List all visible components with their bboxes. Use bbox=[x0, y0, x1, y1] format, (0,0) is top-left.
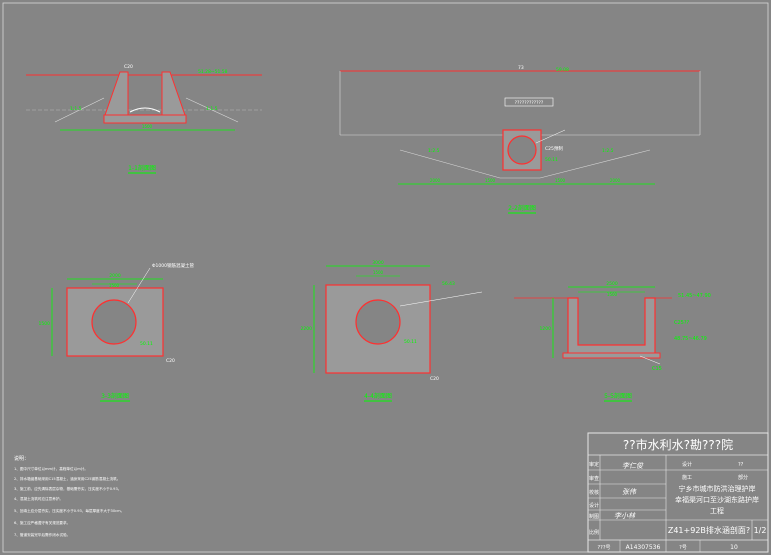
org-name: ??市水利水?勘???院 bbox=[623, 437, 733, 452]
length-label: 73 bbox=[518, 65, 524, 71]
role2-left: 施工 bbox=[682, 474, 692, 481]
row-label-1: 审定 bbox=[589, 461, 599, 468]
note-line-6: 6、施工应严格遵守有关规范要求。 bbox=[14, 520, 70, 525]
title-block: ??市水利水?勘???院 审定 审查 校核 设计 制图 比例 李仁俊 张伟 李小… bbox=[587, 432, 769, 553]
slope-left bbox=[54, 97, 105, 123]
level-mid: 48.75~46.79 bbox=[674, 336, 707, 342]
trench-profile bbox=[399, 149, 651, 179]
project-line-2: 幸福渠河口至沙湖东路护岸 bbox=[675, 495, 759, 504]
label-box-text: ???????????? bbox=[515, 100, 544, 106]
concrete-label: C25?? bbox=[674, 320, 690, 326]
level-label: 51.28~51.58 bbox=[198, 69, 228, 75]
project-line-1: 宁乡市城市防洪治理护岸 bbox=[679, 484, 756, 493]
callout-leader bbox=[127, 267, 151, 304]
section-5-5: 2500 1500 1200 51.45~47.90 C25?? 48.75~4… bbox=[514, 281, 711, 402]
slope-label-left: 1:2.5 bbox=[428, 148, 440, 154]
note-line-4: 4、混凝土浇筑时应注意养护。 bbox=[14, 496, 63, 501]
level-top: 51.45~47.90 bbox=[678, 293, 711, 299]
role2-right: 部分 bbox=[738, 474, 748, 481]
dim-height: 1500 bbox=[39, 321, 51, 327]
sheet-label: ?号 bbox=[679, 545, 687, 551]
pipe-label: C25预制 bbox=[545, 145, 563, 152]
row-label-4: 设计 bbox=[589, 502, 599, 509]
project-line-3: 工程 bbox=[710, 506, 724, 515]
section-3-3: 2000 1500 1500 Φ1000钢筋混凝土管 50.11 C20 3-3… bbox=[39, 262, 194, 402]
dim-inner: 1500 bbox=[373, 270, 384, 275]
material-label: C20 bbox=[430, 376, 439, 382]
material-label: C20 bbox=[124, 64, 133, 70]
drawing-name: Z41+92B排水涵剖面? bbox=[668, 525, 750, 535]
base-leader bbox=[639, 355, 661, 365]
note-line-2: 2、排水箱涵基础采用C15混凝土，涵身采用C25钢筋混凝土浇筑。 bbox=[14, 476, 120, 481]
signature-3: 李小林 bbox=[614, 512, 636, 520]
dim-height: 1200 bbox=[540, 326, 552, 332]
base-slab bbox=[562, 352, 661, 359]
callout-leader bbox=[399, 291, 483, 307]
note-line-5: 5、回填土应分层夯实，压实度不小于0.93，每层厚度不大于30cm。 bbox=[14, 508, 124, 513]
dim-width: 3000 bbox=[372, 260, 384, 266]
slope-label-left: 1:1.5 bbox=[70, 106, 82, 112]
pipe-circle bbox=[91, 299, 137, 345]
label-box bbox=[504, 97, 554, 107]
row-label-2: 审查 bbox=[589, 475, 599, 482]
signature-2: 张伟 bbox=[622, 488, 637, 496]
section-title: 4-4剖面图 bbox=[364, 392, 392, 400]
base-label: C15 bbox=[652, 366, 662, 372]
dim-label: 1500 bbox=[142, 124, 153, 129]
signature-1: 李仁俊 bbox=[622, 462, 644, 470]
dim-inner: 1500 bbox=[109, 283, 120, 288]
dim-seg2: 1500 bbox=[485, 178, 496, 183]
elev-top: 56.43 bbox=[442, 281, 455, 287]
dim-seg1: 2000 bbox=[430, 178, 441, 183]
drawing-no: A14307536 bbox=[626, 544, 661, 551]
top-elev-label: 59.08 bbox=[556, 67, 569, 73]
box-outline bbox=[66, 287, 164, 357]
pipe-leader bbox=[535, 129, 566, 144]
elev-label: 50.11 bbox=[140, 341, 153, 347]
section-title: 1-1剖面图 bbox=[128, 164, 156, 172]
slope-right bbox=[185, 97, 239, 123]
note-line-1: 1、图中尺寸单位以mm计，高程单位以m计。 bbox=[14, 466, 88, 471]
note-line-7: 7、管道安装完毕后需作闭水试验。 bbox=[14, 532, 70, 537]
u-channel bbox=[567, 297, 656, 356]
section-1-1: 1500 51.28~51.58 1:1.5 1:1.5 C20 1-1剖面图 bbox=[26, 64, 262, 174]
left-retaining-wall bbox=[103, 71, 129, 119]
section-2-2: ???????????? 73 59.08 1:2.5 1:2.5 C25预制 … bbox=[339, 65, 701, 214]
slope-label-right: 1:2.5 bbox=[602, 148, 614, 154]
channel-base bbox=[103, 114, 187, 124]
dim-seg3: 1500 bbox=[555, 178, 566, 183]
callout-text: Φ1000钢筋混凝土管 bbox=[152, 262, 194, 269]
sheet-fraction: 1/2 bbox=[754, 526, 767, 535]
dim-width: 2000 bbox=[109, 273, 121, 279]
elev-mid: 50.11 bbox=[404, 339, 417, 345]
section-title: 3-3剖面图 bbox=[101, 392, 129, 400]
role-left: 设计 bbox=[682, 461, 692, 468]
notes-title: 说明： bbox=[14, 455, 29, 462]
title-block-frame bbox=[587, 432, 769, 553]
pipe-circle bbox=[355, 299, 401, 345]
culvert-pipe bbox=[507, 135, 537, 165]
material-label: C20 bbox=[166, 358, 175, 364]
drawing-no-label: ???号 bbox=[598, 545, 611, 551]
right-retaining-wall bbox=[161, 71, 187, 119]
dim-seg4: 2000 bbox=[610, 178, 621, 183]
note-line-3: 3、施工前，应先清除表层杂物，基础需夯实，压实度不小于0.93。 bbox=[14, 486, 121, 491]
role-right: ?? bbox=[738, 462, 744, 468]
row-label-5: 制图 bbox=[589, 513, 599, 520]
dim-inner: 1500 bbox=[607, 292, 618, 297]
dim-width: 2500 bbox=[606, 281, 618, 287]
section-4-4: 3000 1500 2200 56.43 50.11 C20 4-4剖面图 bbox=[301, 260, 483, 402]
row-label-6: 比例 bbox=[589, 529, 599, 536]
slope-label-right: 1:1.5 bbox=[206, 106, 218, 112]
sheet-no: 10 bbox=[730, 544, 738, 551]
pipe-arc bbox=[129, 107, 161, 113]
dim-height: 2200 bbox=[301, 326, 313, 332]
row-label-3: 校核 bbox=[589, 489, 599, 496]
section-title: 5-5剖面图 bbox=[604, 392, 632, 400]
design-notes: 说明： 1、图中尺寸单位以mm计，高程单位以m计。 2、排水箱涵基础采用C15混… bbox=[14, 455, 124, 537]
pipe-elev: 50.11 bbox=[545, 157, 558, 163]
section-title: 2-2剖面图 bbox=[508, 204, 536, 212]
